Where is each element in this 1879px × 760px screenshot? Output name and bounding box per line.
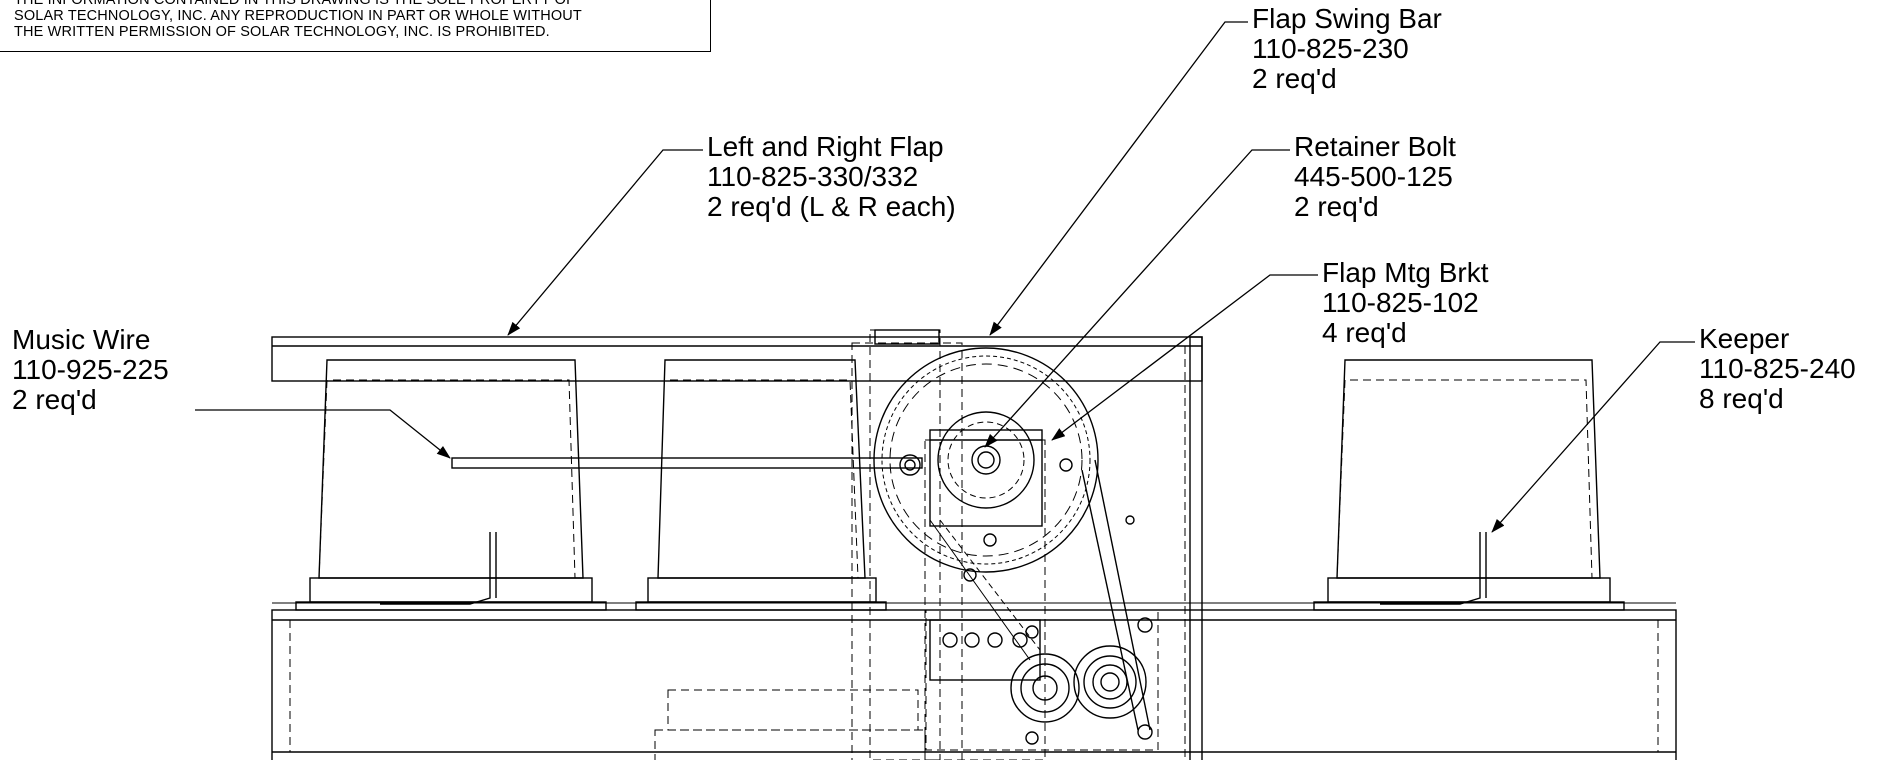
callout-name: Retainer Bolt bbox=[1294, 131, 1456, 162]
keeper-center bbox=[635, 359, 887, 611]
callout-flap-mtg-brkt: Flap Mtg Brkt 110-825-102 4 req'd bbox=[1322, 258, 1488, 348]
callout-quantity: 8 req'd bbox=[1699, 383, 1784, 414]
notice-line-3: THE WRITTEN PERMISSION OF SOLAR TECHNOLO… bbox=[14, 24, 550, 40]
callout-left-right-flap: Left and Right Flap 110-825-330/332 2 re… bbox=[707, 132, 956, 222]
keeper-right bbox=[1313, 359, 1625, 611]
callout-name: Flap Swing Bar bbox=[1252, 3, 1442, 34]
callout-part-number: 445-500-125 bbox=[1294, 161, 1453, 192]
callout-name: Music Wire bbox=[12, 324, 151, 355]
notice-line-2: SOLAR TECHNOLOGY, INC. ANY REPRODUCTION … bbox=[14, 8, 582, 24]
leader-flap-mtg-brkt bbox=[1051, 274, 1318, 441]
music-wire-rod bbox=[451, 457, 923, 469]
callout-part-number: 110-825-240 bbox=[1699, 353, 1856, 384]
callout-quantity: 2 req'd bbox=[1294, 191, 1379, 222]
proprietary-notice: THE INFORMATION CONTAINED IN THIS DRAWIN… bbox=[0, 0, 711, 52]
callout-name: Left and Right Flap bbox=[707, 131, 944, 162]
leader-flap-swing-bar bbox=[989, 21, 1248, 336]
leader-music-wire bbox=[195, 409, 451, 459]
leader-keeper bbox=[1491, 341, 1695, 533]
notice-line-1: THE INFORMATION CONTAINED IN THIS DRAWIN… bbox=[14, 0, 576, 8]
callout-part-number: 110-825-330/332 bbox=[707, 161, 919, 192]
callout-quantity: 2 req'd (L & R each) bbox=[707, 191, 956, 222]
callout-keeper: Keeper 110-825-240 8 req'd bbox=[1699, 324, 1856, 414]
callout-name: Keeper bbox=[1699, 323, 1790, 354]
center-mechanism bbox=[654, 329, 1159, 760]
callout-part-number: 110-825-230 bbox=[1252, 33, 1409, 64]
callout-quantity: 2 req'd bbox=[1252, 63, 1337, 94]
callout-quantity: 2 req'd bbox=[12, 384, 97, 415]
keeper-left bbox=[295, 359, 607, 611]
callout-music-wire: Music Wire 110-925-225 2 req'd bbox=[12, 325, 169, 415]
callout-flap-swing-bar: Flap Swing Bar 110-825-230 2 req'd bbox=[1252, 4, 1442, 94]
callout-name: Flap Mtg Brkt bbox=[1322, 257, 1489, 288]
callout-quantity: 4 req'd bbox=[1322, 317, 1407, 348]
callout-part-number: 110-925-225 bbox=[12, 354, 169, 385]
callout-part-number: 110-825-102 bbox=[1322, 287, 1479, 318]
leader-retainer-bolt bbox=[984, 149, 1290, 448]
callout-retainer-bolt: Retainer Bolt 445-500-125 2 req'd bbox=[1294, 132, 1456, 222]
flap-bar bbox=[271, 336, 1203, 760]
leader-left-right-flap bbox=[507, 149, 703, 336]
base-channel-frame bbox=[271, 602, 1677, 760]
